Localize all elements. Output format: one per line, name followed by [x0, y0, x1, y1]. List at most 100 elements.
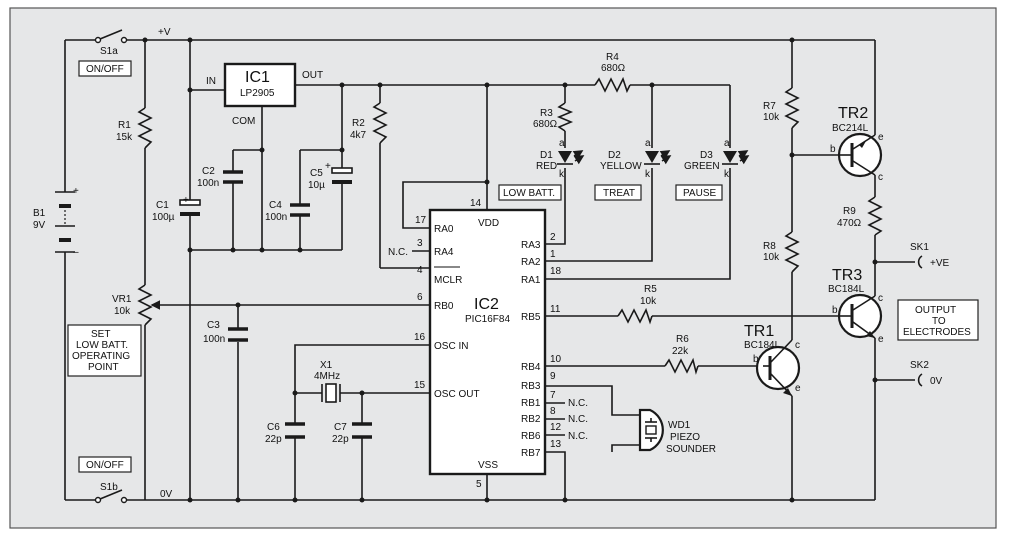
pin-rb5: RB5 — [521, 312, 541, 323]
switch-s1b — [94, 489, 128, 504]
s1a-label: S1a — [100, 46, 118, 57]
pin-rb4: RB4 — [521, 362, 541, 373]
c6-label: C6 — [267, 422, 280, 433]
onoff-box-top — [78, 60, 132, 77]
resistor-r2 — [372, 102, 388, 144]
r2-label: R2 — [352, 118, 365, 129]
set-line4: POINT — [88, 362, 119, 373]
pin-num-13: 13 — [550, 439, 562, 450]
low-batt-label: LOW BATT. — [503, 188, 555, 199]
pin-oscout: OSC OUT — [434, 389, 480, 400]
c2-label: C2 — [202, 166, 215, 177]
zerov-label: 0V — [160, 489, 173, 500]
d1-label: D1 — [540, 150, 553, 161]
resistor-r7 — [784, 87, 800, 129]
pin-num-15: 15 — [414, 380, 426, 391]
pin-num-3: 3 — [417, 238, 423, 249]
ic1-value: LP2905 — [240, 88, 275, 99]
c3-value: 100n — [203, 334, 225, 345]
potentiometer-vr1 — [137, 284, 160, 326]
d2-label: D2 — [608, 150, 621, 161]
ic2-value: PIC16F84 — [465, 314, 510, 325]
sk1-value: +VE — [930, 258, 950, 269]
pin-num-14: 14 — [470, 198, 482, 209]
pin-num-17: 17 — [415, 215, 427, 226]
pin-num-10: 10 — [550, 354, 562, 365]
vdd-label: VDD — [478, 218, 499, 229]
capacitor-c6 — [285, 422, 305, 439]
tr3-value: BC184L — [828, 284, 865, 295]
b1-value: 9V — [33, 220, 46, 231]
wires — [64, 39, 915, 501]
d3-cathode: k — [724, 169, 730, 180]
c4-label: C4 — [269, 200, 282, 211]
socket-sk1 — [917, 255, 923, 269]
tr3-emitter: e — [878, 334, 884, 345]
set-line2: LOW BATT. — [76, 340, 128, 351]
tr2-emitter: e — [878, 132, 884, 143]
set-low-batt-box — [67, 324, 142, 377]
led-d1 — [557, 150, 585, 165]
d3-anode: a — [724, 138, 730, 149]
d1-cathode: k — [559, 169, 565, 180]
d2-value: YELLOW — [600, 161, 642, 172]
c1-value: 100µ — [152, 212, 175, 223]
low-batt-box — [498, 184, 562, 201]
pin-rb2: RB2 — [521, 414, 541, 425]
pin-num-6: 6 — [417, 292, 423, 303]
tr1-collector: c — [795, 340, 800, 351]
pin-num-1: 1 — [550, 249, 556, 260]
tr1-label: TR1 — [744, 323, 774, 340]
ic1-label: IC1 — [245, 69, 270, 86]
pin-rb3: RB3 — [521, 381, 541, 392]
tr2-value: BC214L — [832, 123, 869, 134]
wd1-label: WD1 — [668, 420, 691, 431]
pin-ra1: RA1 — [521, 275, 541, 286]
onoff-bottom-label: ON/OFF — [86, 460, 124, 471]
r8-value: 10k — [763, 252, 780, 263]
ic1-com: COM — [232, 116, 255, 127]
r9-value: 470Ω — [837, 218, 862, 229]
capacitor-c3 — [228, 327, 248, 342]
pin-num-4: 4 — [417, 265, 423, 276]
c3-label: C3 — [207, 320, 220, 331]
pin-num-2: 2 — [550, 232, 556, 243]
d3-label: D3 — [700, 150, 713, 161]
vr1-value: 10k — [114, 306, 131, 317]
r1-value: 15k — [116, 132, 133, 143]
led-d3 — [722, 150, 750, 165]
capacitor-c4 — [290, 203, 310, 217]
pin-num-12: 12 — [550, 422, 562, 433]
tr3-label: TR3 — [832, 267, 862, 284]
r6-label: R6 — [676, 334, 689, 345]
resistor-r8 — [784, 231, 800, 273]
r5-value: 10k — [640, 296, 657, 307]
resistor-r5 — [617, 307, 653, 325]
transistor-tr1 — [755, 339, 801, 397]
c6-value: 22p — [265, 434, 282, 445]
pin-rb6: RB6 — [521, 431, 541, 442]
treat-label: TREAT — [603, 188, 635, 199]
transistor-tr3 — [837, 293, 883, 339]
tr3-collector: c — [878, 293, 883, 304]
rb2-nc: N.C. — [568, 414, 588, 425]
ic2-body — [428, 208, 547, 476]
ic1-out: OUT — [302, 70, 323, 81]
ic1-body — [223, 62, 297, 108]
sk1-label: SK1 — [910, 242, 929, 253]
tr2-label: TR2 — [838, 105, 868, 122]
output-line1: OUTPUT — [915, 305, 956, 316]
piezo-sounder-wd1 — [638, 408, 664, 452]
pin-ra0: RA0 — [434, 224, 454, 235]
pause-label: PAUSE — [683, 188, 716, 199]
r7-label: R7 — [763, 101, 776, 112]
c5-label: C5 — [310, 168, 323, 179]
r8-label: R8 — [763, 241, 776, 252]
resistor-r3 — [556, 102, 574, 132]
tr1-emitter: e — [795, 383, 801, 394]
x1-label: X1 — [320, 360, 333, 371]
pin-num-11: 11 — [550, 304, 561, 315]
pin-num-7: 7 — [550, 390, 556, 401]
rb6-nc: N.C. — [568, 431, 588, 442]
r9-label: R9 — [843, 206, 856, 217]
